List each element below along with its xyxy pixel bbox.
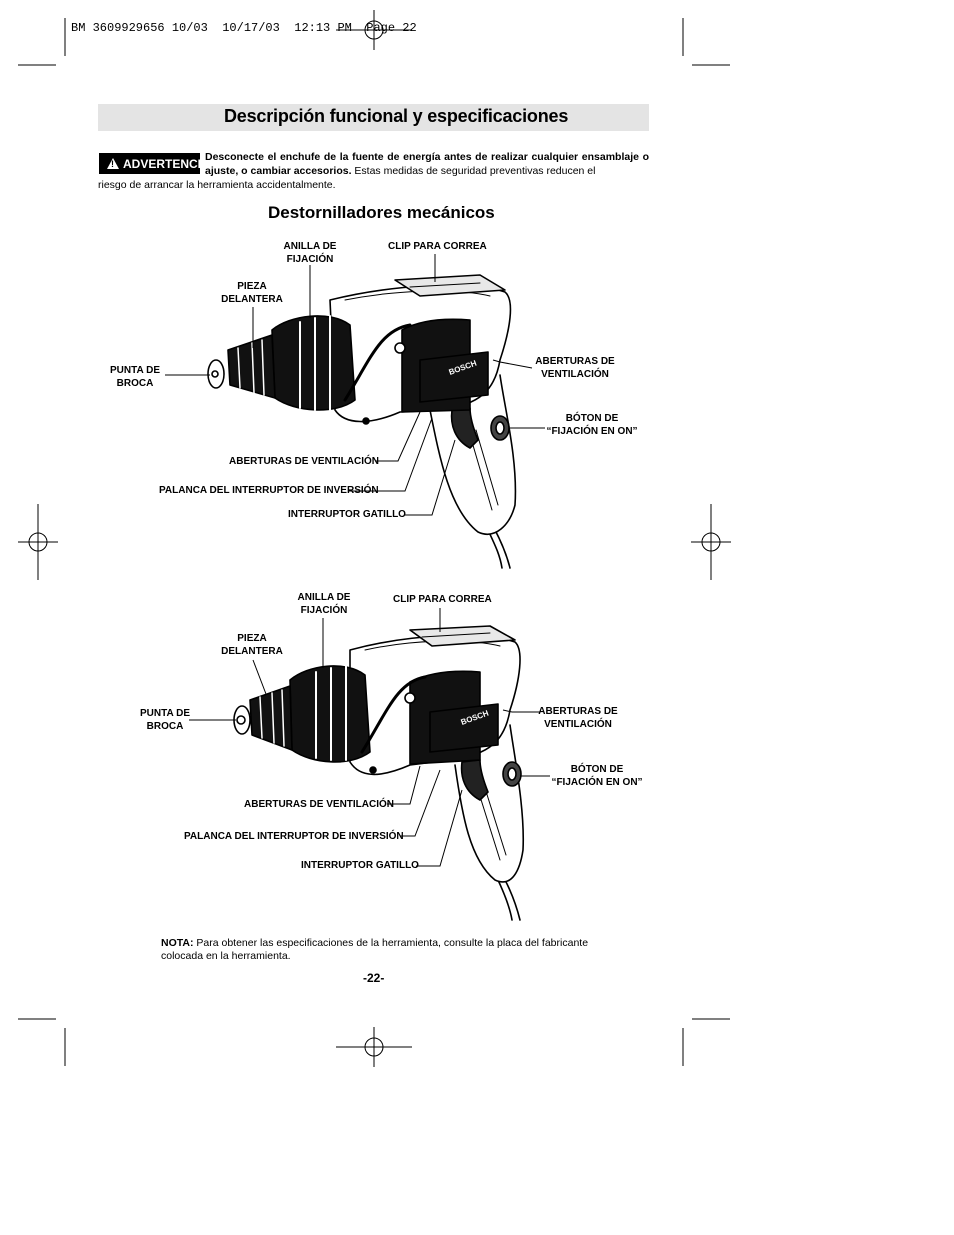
label-aberturas-left-1: ABERTURAS DE VENTILACIÓN [229,456,380,467]
label-gatillo-2: INTERRUPTOR GATILLO [301,860,419,871]
label-clip-1: CLIP PARA CORREA [388,241,487,252]
warning-icon: ! [107,158,119,169]
section-title: Destornilladores mecánicos [268,203,495,222]
page-title: Descripción funcional y especificaciones [224,106,569,126]
note-text: Para obtener las especificaciones de la … [161,937,589,962]
page-number: -22- [363,971,385,985]
warning-badge-label: ADVERTENCIA [123,156,210,171]
warning-normal-text: Estas medidas de seguridad preventivas r… [354,165,596,177]
label-boton-2: BÓTON DE“FIJACIÓN EN ON” [551,764,643,788]
label-palanca-2: PALANCA DEL INTERRUPTOR DE INVERSIÓN [184,831,404,842]
warning-text-continued: riesgo de arrancar la herramienta accide… [98,179,336,191]
label-clip-2: CLIP PARA CORREA [393,594,492,605]
note: NOTA: Para obtener las especificaciones … [161,937,601,963]
title-bar [98,104,649,131]
label-gatillo-1: INTERRUPTOR GATILLO [288,509,406,520]
warning-text: Desconecte el enchufe de la fuente de en… [205,150,649,178]
note-label: NOTA: [161,937,194,949]
warning-badge: ! ADVERTENCIA [99,153,210,174]
print-slug: BM 3609929656 10/03 10/17/03 12:13 PM Pa… [71,21,417,35]
warning-bold-text: Desconecte el enchufe de la fuente de en… [205,151,649,177]
label-boton-1: BÓTON DE“FIJACIÓN EN ON” [546,413,638,437]
label-palanca-1: PALANCA DEL INTERRUPTOR DE INVERSIÓN [159,485,379,496]
label-aberturas-left-2: ABERTURAS DE VENTILACIÓN [244,799,395,810]
